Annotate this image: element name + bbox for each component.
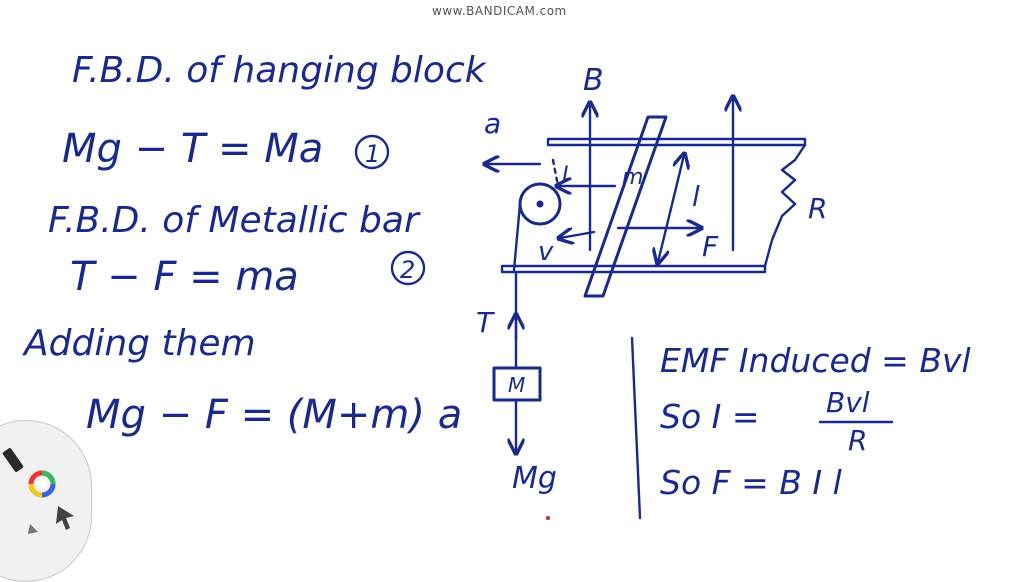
- cursor-icon[interactable]: [56, 506, 74, 530]
- label-m: m: [622, 165, 643, 190]
- equation-2-tag-circle: [390, 250, 426, 286]
- watermark: www.BANDICAM.com: [432, 4, 567, 18]
- force-equation: So F = B I l: [660, 463, 842, 502]
- pulley-string: [551, 158, 560, 188]
- label-v: v: [538, 237, 554, 267]
- resistor: [763, 143, 807, 268]
- top-rail: [546, 137, 807, 147]
- pointer-icon[interactable]: [28, 524, 38, 534]
- pulley-axle: [536, 200, 544, 208]
- label-B: B: [583, 63, 604, 98]
- pen-icon[interactable]: [2, 447, 24, 472]
- equation-3: Mg − F = (M+m) a: [86, 392, 462, 438]
- label-I: I: [562, 163, 569, 188]
- equation-1-tag: 1: [365, 140, 380, 168]
- pulley-mount: [512, 202, 522, 272]
- equation-1: Mg − T = Ma: [62, 126, 323, 172]
- ink-dot: [546, 516, 550, 520]
- label-Mg: Mg: [512, 461, 557, 496]
- label-F: F: [702, 230, 719, 263]
- velocity-arrow: [560, 232, 596, 238]
- metallic-bar: [583, 115, 668, 298]
- heading-fbd-bar: F.B.D. of Metallic bar: [48, 200, 421, 241]
- equation-1-tag-circle: [354, 134, 390, 170]
- whiteboard-canvas: F.B.D. of hanging block Mg − T = Ma 1 F.…: [22, 50, 971, 520]
- equation-2-tag: 2: [400, 256, 415, 284]
- current-denominator: R: [848, 424, 867, 457]
- length-arrow: [658, 155, 684, 262]
- emf-equation: EMF Induced = Bvl: [660, 341, 971, 380]
- label-l: l: [692, 180, 700, 213]
- adding-text: Adding them: [22, 323, 256, 364]
- color-wheel-icon[interactable]: [28, 470, 56, 498]
- current-prefix: So I =: [660, 397, 760, 436]
- tool-icons: [2, 447, 74, 534]
- label-R: R: [808, 192, 827, 225]
- divider-line: [630, 336, 642, 520]
- current-numerator: Bvl: [826, 386, 870, 419]
- equation-2: T − F = ma: [70, 254, 299, 300]
- label-T: T: [476, 306, 495, 339]
- heading-fbd-block: F.B.D. of hanging block: [72, 50, 488, 91]
- label-a: a: [484, 107, 501, 140]
- label-M: M: [508, 373, 525, 397]
